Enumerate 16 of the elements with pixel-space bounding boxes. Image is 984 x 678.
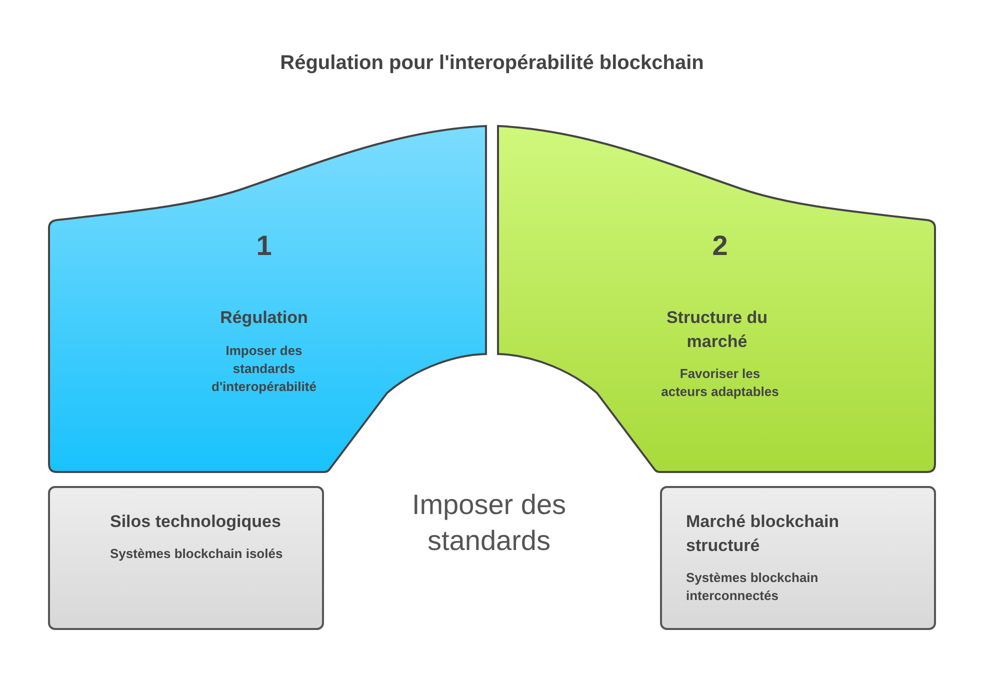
- panel-heading: Structure du marché: [665, 307, 769, 353]
- step-number: 1: [256, 230, 272, 262]
- outcome-card: [48, 486, 324, 630]
- center-label: Imposer des standards: [410, 488, 568, 558]
- card-heading: Silos technologiques: [110, 511, 281, 533]
- panel-heading: Régulation: [220, 307, 308, 329]
- outcome-card: [660, 486, 936, 630]
- panel-text: Imposer des standards d'interopérabilité: [210, 342, 318, 396]
- diagram-title: Régulation pour l'interopérabilité blockchain: [280, 51, 704, 75]
- panel-text: Favoriser les acteurs adaptables: [660, 365, 780, 401]
- card-heading: Marché blockchain structuré: [686, 511, 840, 557]
- card-text: Systèmes blockchain isolés: [110, 545, 283, 563]
- curved-panel: [496, 125, 936, 474]
- card-text: Systèmes blockchain interconnectés: [686, 569, 820, 605]
- curved-panel: [48, 125, 488, 474]
- step-number: 2: [712, 230, 728, 262]
